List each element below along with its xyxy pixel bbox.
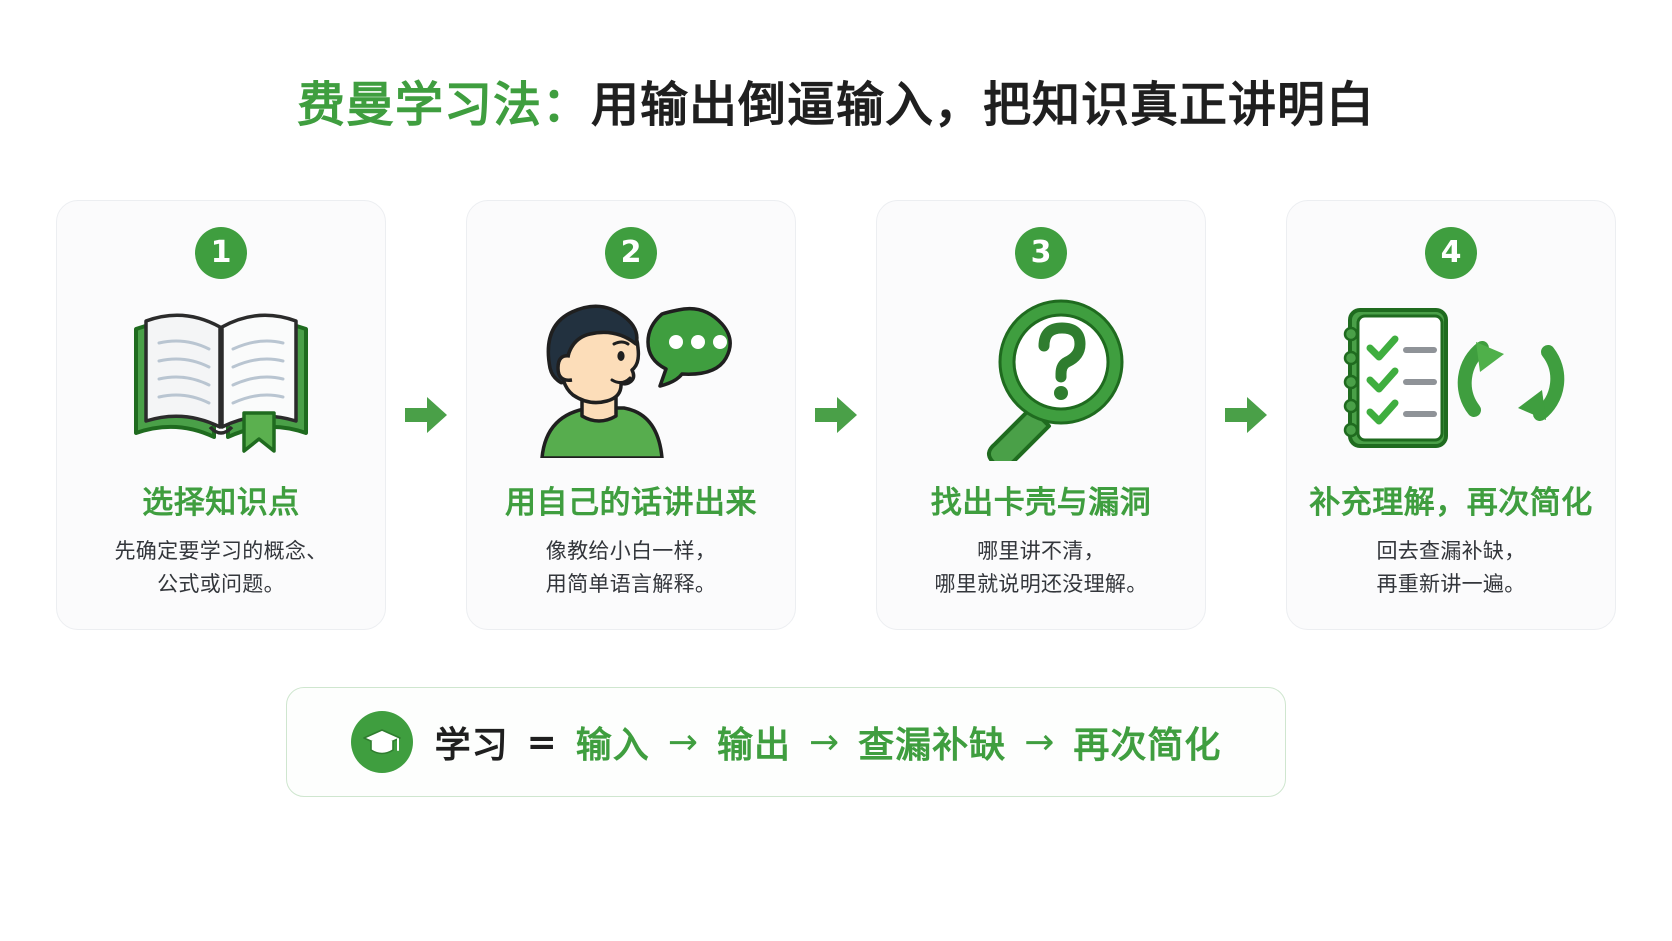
formula-subject: 学习: [434, 724, 509, 765]
steps-row: 1: [56, 200, 1616, 630]
learning-formula: 学习 = 输入 → 输出 → 查漏补缺 → 再次简化: [435, 716, 1222, 768]
step-badge-1: 1: [195, 227, 247, 279]
open-book-icon: [57, 293, 385, 463]
step-card-3[interactable]: 3 找出卡壳与漏洞 哪里讲不清， 哪里就说明还没理解。: [876, 200, 1206, 630]
connector-2: [796, 200, 876, 630]
step-title-1: 选择知识点: [142, 485, 300, 520]
step-title-4: 补充理解，再次简化: [1309, 485, 1593, 520]
page-title-accent: 费曼学习法：: [296, 79, 591, 132]
formula-term-1: 输入: [575, 724, 650, 765]
step-desc-4: 回去查漏补缺， 再重新讲一遍。: [1376, 540, 1526, 596]
step-desc-2: 像教给小白一样， 用简单语言解释。: [545, 540, 717, 596]
connector-1: [386, 200, 466, 630]
arrow-right-icon: [405, 397, 447, 433]
formula-term-4: 再次简化: [1073, 724, 1222, 765]
step-badge-3: 3: [1015, 227, 1067, 279]
arrow-right-icon: [1225, 397, 1267, 433]
summary-banner: 学习 = 输入 → 输出 → 查漏补缺 → 再次简化: [286, 687, 1286, 797]
formula-term-3: 查漏补缺: [858, 724, 1007, 765]
step-desc-1: 先确定要学习的概念、 公式或问题。: [114, 540, 328, 596]
magnifier-question-icon: [877, 293, 1205, 463]
arrow-right-icon: [815, 397, 857, 433]
connector-3: [1206, 200, 1286, 630]
checklist-refresh-icon: [1287, 293, 1615, 463]
page-title: 费曼学习法：用输出倒逼输入，把知识真正讲明白: [0, 78, 1672, 133]
page-title-rest: 用输出倒逼输入，把知识真正讲明白: [591, 79, 1376, 132]
step-title-2: 用自己的话讲出来: [505, 485, 757, 520]
formula-equals: =: [526, 721, 558, 763]
graduation-cap-icon: [350, 711, 413, 773]
step-title-3: 找出卡壳与漏洞: [930, 485, 1152, 520]
formula-term-2: 输出: [716, 724, 791, 765]
step-card-1[interactable]: 1: [56, 200, 386, 630]
step-card-2[interactable]: 2: [466, 200, 796, 630]
step-badge-2: 2: [605, 227, 657, 279]
formula-arrow-icon-3: →: [1024, 721, 1056, 763]
step-card-4[interactable]: 4: [1286, 200, 1616, 630]
step-desc-3: 哪里讲不清， 哪里就说明还没理解。: [934, 540, 1148, 596]
formula-arrow-icon-2: →: [809, 721, 841, 763]
person-speaking-icon: [467, 293, 795, 463]
step-badge-4: 4: [1425, 227, 1477, 279]
formula-arrow-icon-1: →: [667, 721, 699, 763]
